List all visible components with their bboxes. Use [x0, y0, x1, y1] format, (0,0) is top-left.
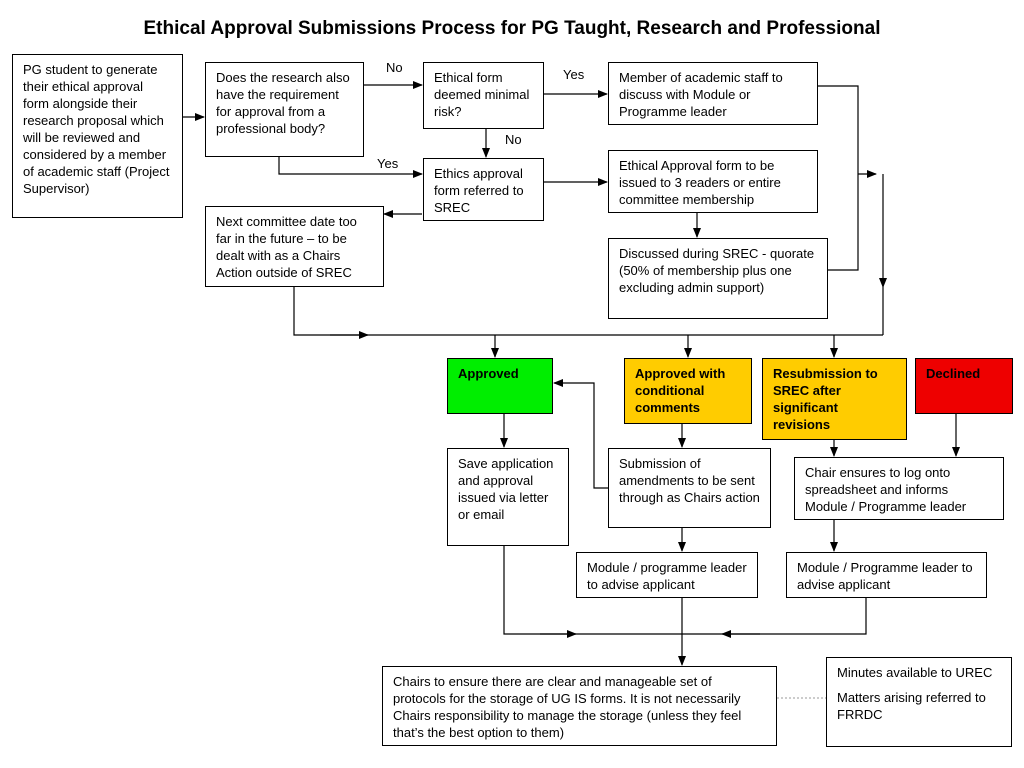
node-minimal-risk: Ethical form deemed minimal risk?	[423, 62, 544, 129]
edge-label-no-top: No	[386, 60, 403, 75]
node-log-spreadsheet: Chair ensures to log onto spreadsheet an…	[794, 457, 1004, 520]
node-referred-srec: Ethics approval form referred to SREC	[423, 158, 544, 221]
line-chairs-action-to-bus	[293, 287, 883, 336]
node-chairs-action: Next committee date too far in the futur…	[205, 206, 384, 287]
node-amendments: Submission of amendments to be sent thro…	[608, 448, 771, 528]
node-minutes-note: Minutes available to UREC Matters arisin…	[826, 657, 1012, 747]
line-module-right-to-bottom-bus	[682, 598, 867, 635]
node-academic-staff: Member of academic staff to discuss with…	[608, 62, 818, 125]
node-resubmission: Resubmission to SREC after significant r…	[762, 358, 907, 440]
node-module-leader-left: Module / programme leader to advise appl…	[576, 552, 758, 598]
arrow-yes-to-srec	[278, 157, 423, 178]
node-professional-body: Does the research also have the requirem…	[205, 62, 364, 157]
node-three-readers: Ethical Approval form to be issued to 3 …	[608, 150, 818, 213]
node-quorate: Discussed during SREC - quorate (50% of …	[608, 238, 828, 319]
node-save-application: Save application and approval issued via…	[447, 448, 569, 546]
edge-label-yes-left: Yes	[377, 156, 399, 171]
node-pg-student: PG student to generate their ethical app…	[12, 54, 183, 218]
edge-label-yes-top: Yes	[563, 67, 585, 82]
line-save-to-bottom-bus	[503, 545, 682, 635]
minutes-text: Minutes available to UREC	[837, 665, 993, 680]
node-module-leader-right: Module / Programme leader to advise appl…	[786, 552, 987, 598]
node-declined: Declined	[915, 358, 1013, 414]
node-storage: Chairs to ensure there are clear and man…	[382, 666, 777, 746]
node-conditional: Approved with conditional comments	[624, 358, 752, 424]
page-title: Ethical Approval Submissions Process for…	[143, 18, 881, 39]
matters-text: Matters arising referred to FRRDC	[837, 690, 986, 722]
node-approved: Approved	[447, 358, 553, 414]
line-academic-to-right	[818, 85, 859, 271]
arrow-amendments-to-approved	[553, 379, 608, 489]
edge-label-no-down: No	[505, 132, 522, 147]
